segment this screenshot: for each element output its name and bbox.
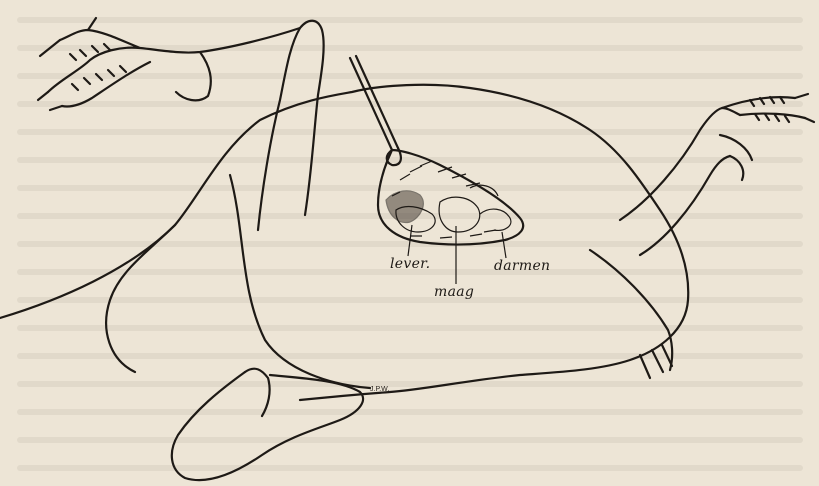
artist-signature: J.P.W.	[370, 386, 389, 393]
wing-feather-tips	[640, 345, 672, 378]
organ-cavity	[386, 161, 511, 238]
wing-tip-feather	[245, 369, 270, 416]
label-liver: lever.	[390, 256, 430, 272]
label-stomach: maag	[434, 284, 474, 300]
right-toe-scales	[750, 97, 789, 122]
left-foot	[48, 28, 300, 107]
right-foot	[720, 97, 805, 180]
label-leader-lines	[408, 225, 506, 284]
right-toe-claws	[795, 94, 814, 122]
label-intestines: darmen	[494, 258, 550, 274]
left-toe-claws	[38, 18, 96, 110]
intestine-loops	[470, 185, 511, 230]
wing-edge	[590, 250, 672, 370]
wing-tip	[172, 372, 363, 480]
left-leg-upper	[258, 21, 324, 230]
